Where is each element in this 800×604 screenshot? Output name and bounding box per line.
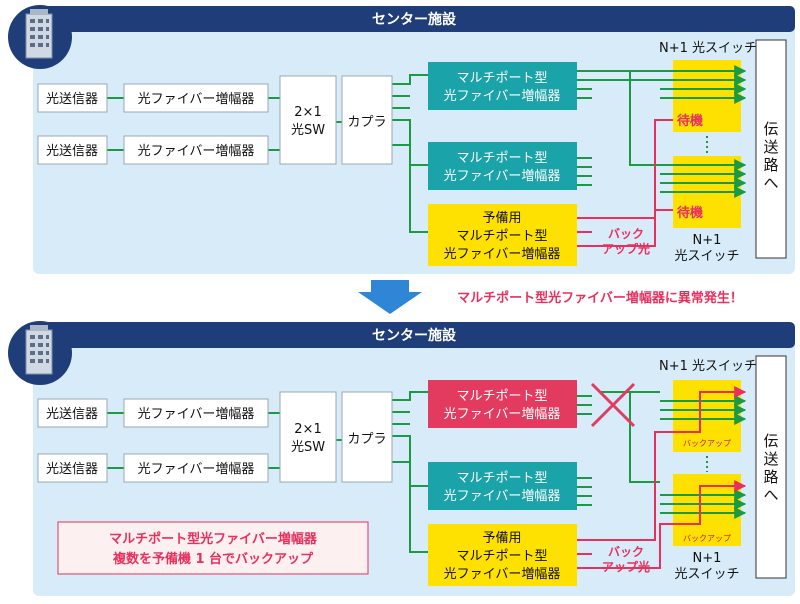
top-panel: センター施設 <box>8 5 795 274</box>
top-sw-line1: 2×1 <box>294 105 321 120</box>
bottom-tx2-label: 光送信器 <box>46 462 98 477</box>
bottom-title: センター施設 <box>372 327 457 344</box>
bottom-mp2-line2: 光ファイバー増幅器 <box>444 489 561 504</box>
top-spare-line2: マルチポート型 <box>456 229 547 244</box>
top-standby-2: 待機 <box>676 205 703 221</box>
top-mp1-box <box>428 62 577 110</box>
bottom-spare-line3: 光ファイバー増幅器 <box>444 567 561 582</box>
down-arrow-icon <box>358 280 422 314</box>
top-switch-lines-overlay <box>660 65 747 198</box>
bottom-tx1-box <box>37 398 108 428</box>
bottom-coupler-box <box>341 391 393 483</box>
bottom-spare-line2: マルチポート型 <box>456 549 547 564</box>
top-backup-line1: バック <box>608 227 644 241</box>
top-coupler-box <box>341 75 393 165</box>
bottom-panel: センター施設 <box>8 321 795 596</box>
bottom-mp1-box-failed <box>428 380 577 428</box>
bottom-backup-tag-2: バックアップ <box>683 534 731 543</box>
transition-arrow: マルチポート型光ファイバー増幅器に異常発生！ <box>358 280 743 314</box>
bottom-backup-line1: バック <box>608 545 644 559</box>
bottom-spare-box <box>428 524 577 586</box>
top-transmission-box <box>755 39 787 259</box>
top-spare-box <box>428 204 577 266</box>
bottom-sw-box <box>279 391 337 483</box>
failure-cross-icon <box>590 382 636 428</box>
top-sw-line2: 光SW <box>291 123 325 138</box>
bottom-note-box <box>57 521 369 575</box>
bottom-switch-lines <box>660 395 747 519</box>
top-backup-line2: アップ光 <box>602 241 650 256</box>
top-amp2-label: 光ファイバー増幅器 <box>138 144 255 159</box>
bottom-switch-bottom-line1: N+1 <box>693 551 722 566</box>
top-mp1-line2: 光ファイバー増幅器 <box>444 89 561 104</box>
bottom-backup-line2: アップ光 <box>602 559 650 574</box>
top-tx2-box <box>37 135 108 165</box>
bottom-amp2-box <box>123 453 269 483</box>
top-tx2-label: 光送信器 <box>46 144 98 159</box>
bottom-trans-char-1: 伝 <box>763 432 778 450</box>
bottom-amp1-label: 光ファイバー増幅器 <box>138 407 255 422</box>
bottom-amp2-label: 光ファイバー増幅器 <box>138 462 255 477</box>
top-panel-bg <box>33 18 795 274</box>
top-spare-line1: 予備用 <box>482 210 521 226</box>
bottom-mp1-line2: 光ファイバー増幅器 <box>444 407 561 422</box>
top-coupler-label: カプラ <box>347 115 386 130</box>
bottom-sw-line1: 2×1 <box>294 422 321 437</box>
top-backup-lines <box>577 119 673 247</box>
top-trans-char-4: へ <box>763 174 778 192</box>
bottom-mp2-line1: マルチポート型 <box>456 471 547 486</box>
top-mp2-line2: 光ファイバー増幅器 <box>444 169 561 184</box>
bottom-backup-tag-1: バックアップ <box>683 439 731 448</box>
bottom-switch-bottom-line2: 光スイッチ <box>674 567 739 582</box>
bottom-trans-char-3: 路 <box>763 468 778 486</box>
alert-text: マルチポート型光ファイバー増幅器に異常発生！ <box>457 290 743 306</box>
top-trans-char-2: 送 <box>763 138 778 156</box>
bottom-switch-top-label: N+1 光スイッチ <box>659 359 757 374</box>
top-mp2-box <box>428 142 577 190</box>
bottom-transmission-box <box>755 355 787 579</box>
top-amp1-box <box>123 83 269 113</box>
bottom-tx2-box <box>37 453 108 483</box>
top-tx1-box <box>37 83 108 113</box>
bottom-mp2-box <box>428 462 577 510</box>
bottom-backup-lines <box>577 386 747 569</box>
top-mp2-line1: マルチポート型 <box>456 151 547 166</box>
top-trans-char-1: 伝 <box>763 120 778 138</box>
top-amp1-label: 光ファイバー増幅器 <box>138 92 255 107</box>
bottom-spare-line1: 予備用 <box>482 530 521 546</box>
top-spare-line3: 光ファイバー増幅器 <box>444 247 561 262</box>
top-tx1-label: 光送信器 <box>46 92 98 107</box>
top-sw-box <box>279 75 337 165</box>
bottom-note-line2: 複数を予備機 1 台でバックアップ <box>112 551 314 567</box>
bottom-title-bar <box>33 322 795 348</box>
bottom-trans-char-4: へ <box>763 486 778 504</box>
bottom-note-line1: マルチポート型光ファイバー増幅器 <box>109 531 318 547</box>
bottom-amp1-box <box>123 398 269 428</box>
top-switch-bottom-line2: 光スイッチ <box>674 249 739 264</box>
bottom-coupler-label: カプラ <box>347 432 386 447</box>
building-icon <box>8 321 72 385</box>
top-switch-top-label: N+1 光スイッチ <box>659 41 757 56</box>
top-title: センター施設 <box>372 11 457 28</box>
bottom-tx1-label: 光送信器 <box>46 407 98 422</box>
top-switch-bottom-line1: N+1 <box>693 233 722 248</box>
bottom-signal-lines <box>107 391 660 553</box>
top-signal-lines <box>107 74 592 233</box>
top-mp1-line1: マルチポート型 <box>456 71 547 86</box>
top-amp2-box <box>123 135 269 165</box>
bottom-trans-char-2: 送 <box>763 450 778 468</box>
building-icon <box>8 5 72 69</box>
top-trans-char-3: 路 <box>763 156 778 174</box>
top-standby-1: 待機 <box>676 113 703 129</box>
top-title-bar <box>33 6 795 32</box>
bottom-mp1-line1: マルチポート型 <box>456 389 547 404</box>
bottom-sw-line2: 光SW <box>291 440 325 455</box>
